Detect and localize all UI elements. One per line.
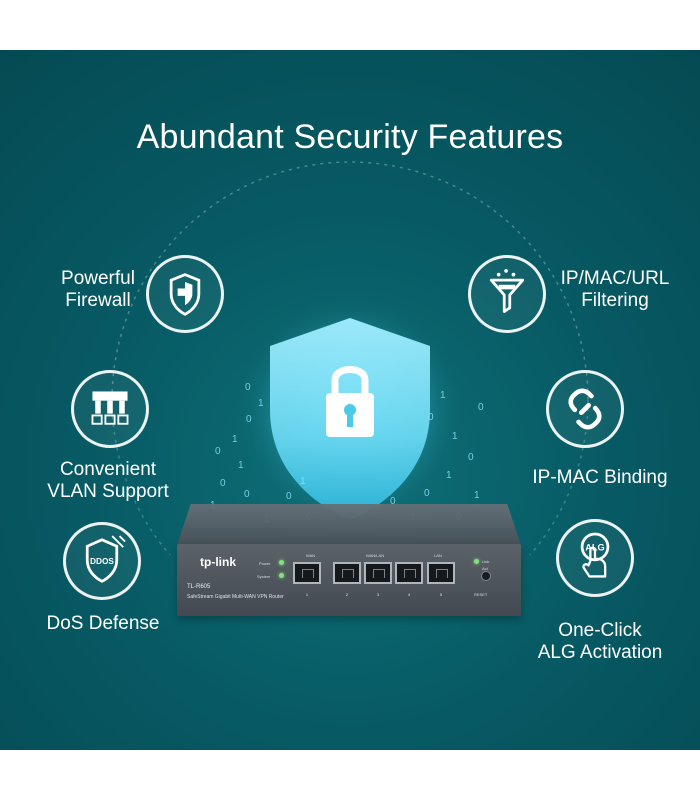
alg-feature-circle: ALG	[556, 519, 634, 597]
link-icon	[568, 388, 602, 430]
vlan-feature-circle	[71, 370, 149, 448]
alg-icon: ALG	[580, 532, 610, 578]
ethernet-port-2	[333, 562, 361, 584]
ethernet-port-5	[427, 562, 455, 584]
port-number: 1	[305, 592, 309, 597]
firewall-feature-circle	[146, 255, 224, 333]
ethernet-port-3	[364, 562, 392, 584]
wan-label: WAN	[306, 553, 316, 558]
filtering-feature-label: IP/MAC/URL Filtering	[560, 268, 670, 311]
ethernet-port-1	[293, 562, 321, 584]
dos-feature-circle: DDOS	[63, 522, 141, 600]
power-label: Power	[259, 561, 271, 566]
feature-panel: Abundant Security Features	[0, 50, 700, 750]
svg-text:DDOS: DDOS	[90, 556, 114, 566]
binding-feature-circle	[546, 370, 624, 448]
firewall-feature-label: Powerful Firewall	[61, 268, 135, 311]
link-led	[474, 559, 479, 564]
act-label: Act	[482, 566, 488, 571]
system-label: System	[257, 574, 271, 579]
filter-icon	[489, 269, 525, 313]
vlan-icon	[91, 391, 129, 425]
port-number: 2	[345, 592, 349, 597]
wan-lan-label: WAN/LAN	[366, 553, 385, 558]
link-label: Link	[482, 559, 490, 564]
system-led	[279, 573, 284, 578]
reset-button[interactable]	[481, 571, 491, 581]
ddos-icon: DDOS	[85, 535, 126, 583]
vlan-feature-label: Convenient VLAN Support	[47, 459, 169, 502]
router-brand: tp-link	[200, 555, 236, 569]
router-top-surface	[177, 504, 521, 545]
port-number: 4	[407, 592, 411, 597]
power-led	[279, 560, 284, 565]
ethernet-port-4	[395, 562, 423, 584]
port-number: 3	[376, 592, 380, 597]
reset-label: RESET	[474, 592, 488, 597]
port-number: 5	[439, 592, 443, 597]
router-description: SafeStream Gigabit Multi-WAN VPN Router	[187, 594, 284, 600]
filtering-feature-circle	[468, 255, 546, 333]
binding-feature-label: IP-MAC Binding	[532, 467, 668, 488]
alg-feature-label: One-Click ALG Activation	[537, 620, 663, 663]
router-device: tp-link TL-R605 SafeStream Gigabit Multi…	[177, 504, 521, 627]
dos-feature-label: DoS Defense	[46, 613, 160, 634]
shield-icon	[169, 273, 201, 316]
router-model: TL-R605	[187, 584, 211, 590]
lan-label: LAN	[434, 553, 442, 558]
page-title: Abundant Security Features	[136, 118, 564, 156]
